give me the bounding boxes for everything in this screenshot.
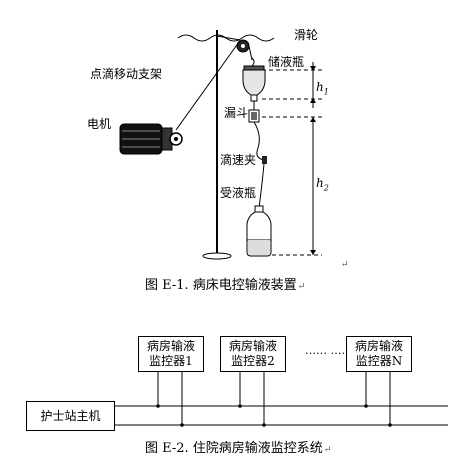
- figure2-caption: 图 E-2. 住院病房输液监控系统↵: [145, 441, 332, 456]
- funnel-label: 漏斗: [224, 106, 249, 120]
- ward-monitor-1: 病房输液 监控器1: [138, 336, 204, 372]
- drip-clamp: [262, 156, 267, 164]
- motor: [119, 123, 183, 155]
- monitor-2-line2: 监控器2: [231, 354, 275, 368]
- monitor-n-line1: 病房输液: [354, 339, 403, 353]
- stand-base: [202, 252, 232, 260]
- funnel: [248, 109, 260, 123]
- monitor-2-line1: 病房输液: [228, 339, 277, 353]
- infusion-tube: [253, 121, 265, 161]
- figure1-caption: 图 E-1. 病床电控输液装置↵: [145, 278, 306, 293]
- receiver-bottle: [246, 205, 272, 257]
- monitor-n-line2: 监控器N: [355, 354, 403, 368]
- reservoir-rope: [248, 45, 253, 61]
- pulley-label: 滑轮: [294, 28, 319, 42]
- nurse-station-host: 护士站主机: [26, 401, 115, 431]
- return-mark: ↵: [341, 260, 349, 270]
- pulley-arm: [216, 35, 241, 41]
- stand-label: 点滴移动支架: [90, 67, 163, 81]
- monitor-1-line1: 病房输液: [146, 339, 195, 353]
- ward-monitor-2: 病房输液 监控器2: [220, 336, 286, 372]
- receiver-label: 受液瓶: [220, 186, 257, 200]
- reservoir-bottle: [242, 65, 266, 102]
- h2-label: h2: [316, 176, 329, 193]
- reservoir-label: 储液瓶: [268, 55, 305, 69]
- ward-monitor-n: 病房输液 监控器N: [346, 336, 412, 372]
- motor-label: 电机: [87, 117, 112, 131]
- monitor-1-line2: 监控器1: [149, 354, 193, 368]
- monitor-ellipsis: …… ……: [305, 344, 353, 357]
- h1-label: h1: [316, 80, 329, 97]
- drip-clamp-label: 滴速夹: [220, 153, 257, 167]
- motor-rope: [175, 41, 240, 131]
